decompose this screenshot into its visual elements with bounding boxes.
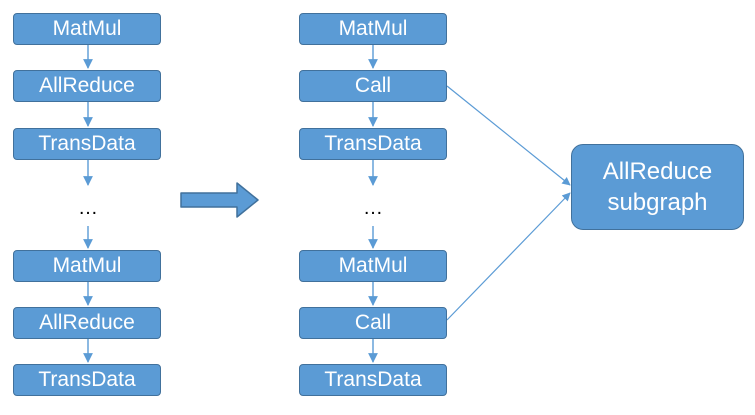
middle-node-transdata-1: TransData <box>299 128 447 160</box>
left-node-transdata-2: TransData <box>13 364 161 396</box>
middle-node-call-2: Call <box>299 307 447 339</box>
left-node-allreduce-1: AllReduce <box>13 70 161 102</box>
call-1-to-subgraph-edge <box>446 85 571 186</box>
left-ellipsis: … <box>78 197 98 219</box>
left-node-allreduce-2: AllReduce <box>13 307 161 339</box>
middle-node-transdata-2: TransData <box>299 364 447 396</box>
middle-node-matmul-2: MatMul <box>299 250 447 282</box>
subgraph-label-line2: subgraph <box>607 189 708 216</box>
call-2-to-subgraph-edge <box>446 192 571 321</box>
left-node-matmul-1: MatMul <box>13 13 161 45</box>
middle-node-call-1: Call <box>299 70 447 102</box>
left-node-transdata-1: TransData <box>13 128 161 160</box>
allreduce-subgraph-node: AllReduce subgraph <box>571 144 744 230</box>
transform-arrow-icon <box>180 182 259 218</box>
subgraph-label-line1: AllReduce <box>602 158 713 185</box>
middle-ellipsis: … <box>363 197 383 219</box>
left-node-matmul-2: MatMul <box>13 250 161 282</box>
middle-node-matmul-1: MatMul <box>299 13 447 45</box>
